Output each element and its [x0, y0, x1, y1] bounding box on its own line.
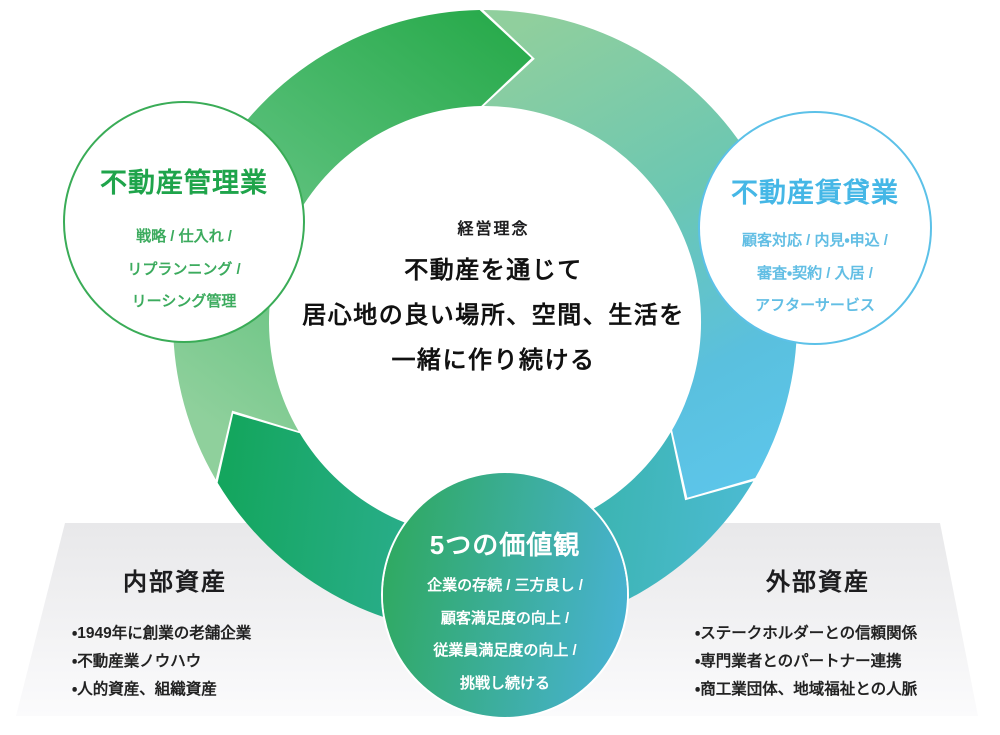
- philosophy-label: 経営理念: [457, 221, 530, 238]
- external-asset-item: ・商工業団体、地域福祉との人脈: [695, 681, 918, 698]
- philosophy-line: 不動産を通じて: [404, 257, 583, 284]
- management-items: 戦略 / 仕入れ / リプランニング / リーシング管理: [65, 221, 303, 319]
- cycle-segment-left-arrow-top-icon: [173, 10, 532, 480]
- leasing-items: 顧客対応 / 内見・申込 / 審査・契約 / 入居 / アフターサービス: [700, 225, 930, 323]
- management-title: 不動産管理業: [100, 168, 268, 198]
- leasing-title: 不動産賃貸業: [731, 178, 899, 208]
- philosophy-line: 居心地の良い場所、空間、生活を: [302, 302, 685, 329]
- external-assets-list: ・ステークホルダーとの信頼関係 ・専門業者とのパートナー連携 ・商工業団体、地域…: [695, 620, 917, 704]
- values-circle: 5つの価値観 企業の存続 / 三方良し / 顧客満足度の向上 / 従業員満足度の…: [383, 473, 627, 717]
- values-items: 企業の存続 / 三方良し / 顧客満足度の向上 / 従業員満足度の向上 / 挑戦…: [383, 570, 627, 700]
- external-assets-title: 外部資産: [766, 569, 870, 596]
- values-item: 挑戦し続ける: [459, 674, 550, 692]
- values-item: 企業の存続 / 三方良し /: [427, 577, 583, 594]
- internal-asset-item: ・人的資産、組織資産: [72, 681, 217, 698]
- values-title: 5つの価値観: [429, 530, 581, 560]
- leasing-item: 顧客対応 / 内見・申込 /: [742, 232, 888, 249]
- leasing-item: 審査・契約 / 入居 /: [757, 264, 873, 282]
- internal-assets-list: ・1949年に創業の老舗企業 ・不動産業ノウハウ ・人的資産、組織資産: [72, 620, 251, 704]
- philosophy-text: 不動産を通じて 居心地の良い場所、空間、生活を 一緒に作り続ける: [281, 248, 706, 383]
- internal-assets-title: 内部資産: [123, 569, 227, 596]
- internal-asset-item: ・不動産業ノウハウ: [72, 653, 202, 670]
- cycle-segment-right-arrow-bottomright-icon: [483, 9, 798, 498]
- philosophy-line: 一緒に作り続ける: [391, 347, 596, 374]
- leasing-circle: 不動産賃貸業 顧客対応 / 内見・申込 / 審査・契約 / 入居 / アフターサ…: [698, 111, 932, 345]
- external-asset-item: ・専門業者とのパートナー連携: [695, 653, 902, 670]
- management-circle: 不動産管理業 戦略 / 仕入れ / リプランニング / リーシング管理: [63, 101, 305, 343]
- values-item: 従業員満足度の向上 /: [433, 642, 577, 659]
- values-item: 顧客満足度の向上 /: [440, 609, 570, 627]
- management-item: 戦略 / 仕入れ /: [136, 228, 232, 245]
- external-asset-item: ・ステークホルダーとの信頼関係: [695, 625, 918, 642]
- leasing-item: アフターサービス: [755, 297, 875, 314]
- philosophy-block: 経営理念 不動産を通じて 居心地の良い場所、空間、生活を 一緒に作り続ける: [281, 218, 706, 383]
- management-item: リプランニング /: [127, 260, 241, 278]
- internal-asset-item: ・1949年に創業の老舗企業: [72, 625, 252, 642]
- management-item: リーシング管理: [131, 293, 237, 310]
